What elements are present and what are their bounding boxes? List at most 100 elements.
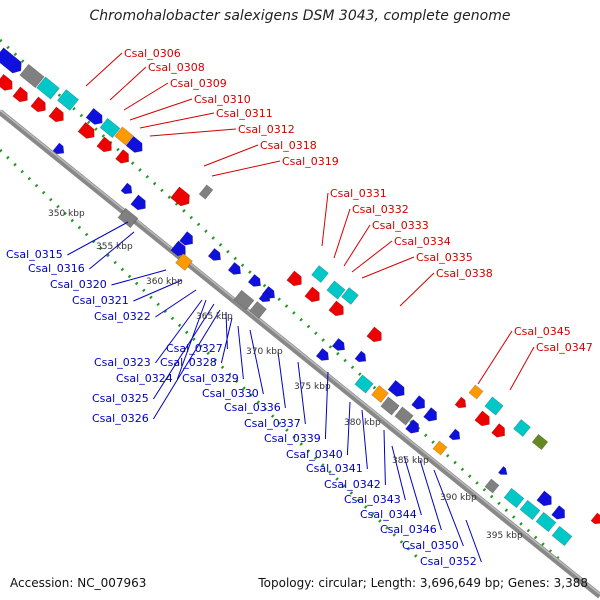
gene-label[interactable]: Csal_0328: [160, 356, 217, 369]
reverse-gene[interactable]: [432, 440, 448, 456]
reverse-gene[interactable]: [117, 207, 139, 229]
reverse-gene[interactable]: [394, 406, 414, 426]
reverse-gene[interactable]: [551, 525, 573, 547]
reverse-gene[interactable]: [130, 194, 149, 213]
reverse-gene[interactable]: [423, 407, 441, 425]
reverse-gene[interactable]: [535, 511, 557, 533]
gene-label[interactable]: Csal_0323: [94, 356, 151, 369]
gene-label[interactable]: Csal_0319: [282, 155, 339, 168]
reverse-gene[interactable]: [405, 419, 423, 437]
forward-gene[interactable]: [170, 186, 194, 209]
reverse-gene[interactable]: [387, 379, 408, 399]
reverse-gene[interactable]: [247, 273, 264, 289]
gene-label[interactable]: Csal_0344: [360, 508, 417, 521]
gene-label[interactable]: Csal_0335: [416, 251, 473, 264]
reverse-gene[interactable]: [198, 184, 214, 200]
reverse-gene[interactable]: [170, 240, 189, 259]
reverse-gene[interactable]: [354, 350, 369, 365]
forward-gene[interactable]: [12, 86, 31, 105]
gene-label[interactable]: Csal_0341: [306, 462, 363, 475]
gene-label[interactable]: Csal_0322: [94, 310, 151, 323]
forward-gene[interactable]: [454, 396, 469, 411]
gene-label[interactable]: Csal_0345: [514, 325, 571, 338]
gene-label[interactable]: Csal_0311: [216, 107, 273, 120]
reverse-gene[interactable]: [114, 126, 134, 146]
forward-gene[interactable]: [77, 121, 98, 141]
reverse-gene[interactable]: [380, 396, 400, 416]
forward-gene[interactable]: [286, 270, 305, 289]
gene-label[interactable]: Csal_0331: [330, 187, 387, 200]
reverse-gene[interactable]: [0, 47, 25, 77]
forward-gene[interactable]: [0, 73, 16, 93]
gene-label[interactable]: Csal_0325: [92, 392, 149, 405]
reverse-gene[interactable]: [311, 265, 329, 283]
reverse-gene[interactable]: [531, 433, 549, 451]
reverse-gene[interactable]: [341, 287, 359, 305]
reverse-gene[interactable]: [371, 385, 389, 403]
forward-gene[interactable]: [304, 286, 323, 305]
gene-label[interactable]: Csal_0330: [202, 387, 259, 400]
gene-label[interactable]: Csal_0327: [166, 342, 223, 355]
reverse-gene[interactable]: [551, 505, 569, 523]
forward-gene[interactable]: [491, 423, 509, 441]
gene-label[interactable]: Csal_0342: [324, 478, 381, 491]
reverse-gene[interactable]: [315, 347, 332, 363]
gene-label[interactable]: Csal_0346: [380, 523, 437, 536]
reverse-gene[interactable]: [497, 465, 509, 477]
reverse-gene[interactable]: [120, 182, 135, 197]
forward-gene[interactable]: [590, 512, 600, 527]
reverse-gene[interactable]: [249, 301, 267, 319]
forward-gene[interactable]: [48, 106, 67, 125]
reverse-gene[interactable]: [125, 135, 146, 155]
reverse-gene[interactable]: [207, 247, 224, 263]
reverse-gene[interactable]: [519, 499, 541, 521]
reverse-gene[interactable]: [484, 396, 504, 416]
gene-label[interactable]: Csal_0339: [264, 432, 321, 445]
gene-label[interactable]: Csal_0306: [124, 47, 181, 60]
reverse-gene[interactable]: [503, 487, 525, 509]
gene-label[interactable]: Csal_0337: [244, 417, 301, 430]
gene-label[interactable]: Csal_0312: [238, 123, 295, 136]
gene-label[interactable]: Csal_0336: [224, 401, 281, 414]
gene-label[interactable]: Csal_0352: [420, 555, 477, 568]
reverse-gene[interactable]: [484, 478, 500, 494]
gene-label[interactable]: Csal_0333: [372, 219, 429, 232]
reverse-gene[interactable]: [179, 231, 197, 249]
gene-label[interactable]: Csal_0310: [194, 93, 251, 106]
gene-label[interactable]: Csal_0332: [352, 203, 409, 216]
forward-gene[interactable]: [328, 300, 347, 319]
reverse-gene[interactable]: [19, 63, 45, 89]
forward-gene[interactable]: [115, 149, 133, 167]
reverse-gene[interactable]: [331, 337, 348, 353]
gene-label[interactable]: Csal_0338: [436, 267, 493, 280]
reverse-gene[interactable]: [85, 107, 106, 127]
gene-label[interactable]: Csal_0334: [394, 235, 451, 248]
reverse-gene[interactable]: [56, 89, 80, 111]
gene-label[interactable]: Csal_0315: [6, 248, 63, 261]
reverse-gene[interactable]: [448, 428, 463, 443]
gene-label[interactable]: Csal_0329: [182, 372, 239, 385]
forward-gene[interactable]: [96, 136, 115, 155]
reverse-gene[interactable]: [36, 76, 60, 100]
reverse-gene[interactable]: [513, 419, 531, 437]
reverse-gene[interactable]: [227, 261, 244, 277]
gene-label[interactable]: Csal_0318: [260, 139, 317, 152]
gene-label[interactable]: Csal_0343: [344, 493, 401, 506]
reverse-gene[interactable]: [354, 374, 374, 394]
reverse-gene[interactable]: [411, 395, 429, 413]
gene-label[interactable]: Csal_0316: [28, 262, 85, 275]
forward-gene[interactable]: [366, 326, 385, 345]
reverse-gene[interactable]: [258, 290, 273, 305]
reverse-gene[interactable]: [99, 117, 121, 139]
gene-label[interactable]: Csal_0340: [286, 448, 343, 461]
reverse-gene[interactable]: [326, 280, 346, 300]
reverse-gene[interactable]: [468, 384, 484, 400]
gene-label[interactable]: Csal_0309: [170, 77, 227, 90]
forward-gene[interactable]: [30, 96, 49, 115]
gene-label[interactable]: Csal_0324: [116, 372, 173, 385]
gene-label[interactable]: Csal_0326: [92, 412, 149, 425]
gene-label[interactable]: Csal_0321: [72, 294, 129, 307]
reverse-gene[interactable]: [536, 490, 555, 509]
reverse-gene[interactable]: [175, 253, 193, 271]
gene-label[interactable]: Csal_0347: [536, 341, 593, 354]
